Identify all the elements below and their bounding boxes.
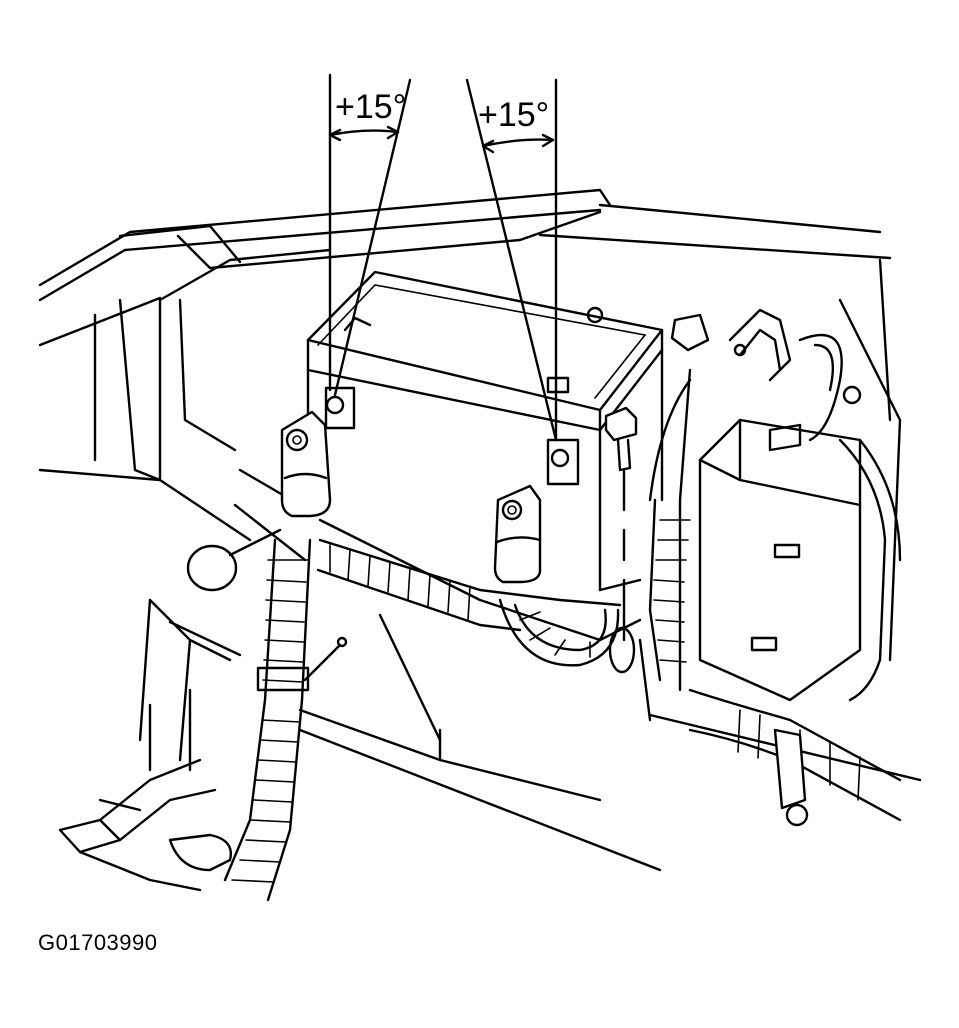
angle-guides <box>328 73 558 442</box>
negative-cable-lug <box>280 410 332 518</box>
right-angle-label: +15° <box>478 96 549 134</box>
figure-id-label: G01703990 <box>38 930 158 955</box>
left-angle-label: +15° <box>335 88 406 126</box>
positive-cable-lug <box>493 484 542 584</box>
right-angle-arc <box>481 138 555 148</box>
hold-down-bolt <box>604 406 638 674</box>
wiring-harness <box>186 308 902 902</box>
left-angle-arc <box>328 129 400 137</box>
